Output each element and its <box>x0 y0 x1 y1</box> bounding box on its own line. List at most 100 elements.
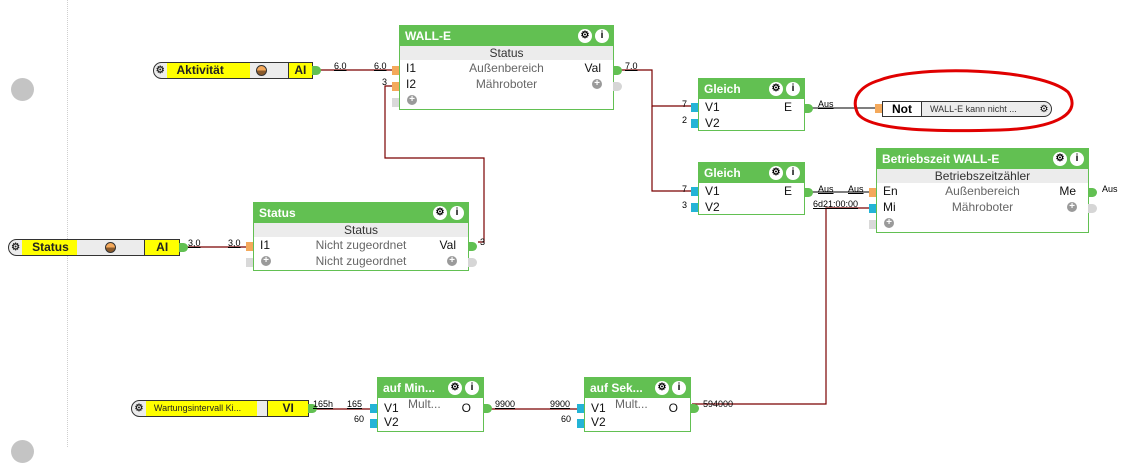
wire-value: 2 <box>682 115 688 125</box>
input-name: Status <box>22 240 77 255</box>
wire-value: 3 <box>682 200 688 210</box>
gear-icon[interactable]: ⚙ <box>578 29 592 43</box>
output-name: O <box>668 401 678 415</box>
info-icon[interactable]: i <box>450 206 464 220</box>
wire-value: 3,0 <box>228 238 241 248</box>
external-input-status[interactable]: ⚙ Status AI <box>8 239 180 256</box>
gear-icon[interactable]: ⚙ <box>433 206 447 220</box>
external-input-wartungsintervall[interactable]: ⚙ Wartungsintervall Ki... VI <box>131 400 309 417</box>
input-pin[interactable] <box>392 98 399 107</box>
output-pin[interactable] <box>179 243 188 252</box>
wire-value: 9900 <box>495 399 516 409</box>
block-title: auf Min... <box>383 381 435 395</box>
input-pin[interactable] <box>691 119 698 128</box>
output-pin[interactable] <box>613 66 622 75</box>
wires-layer <box>180 69 1074 410</box>
info-icon[interactable]: i <box>672 381 686 395</box>
info-icon[interactable]: i <box>1070 152 1084 166</box>
output-pin[interactable] <box>804 104 813 113</box>
wire-walle-gleich2 <box>651 106 697 192</box>
input-name: I1 <box>260 238 271 252</box>
status-ball-icon <box>255 65 267 76</box>
wire-value: 165 <box>347 399 363 409</box>
input-pin[interactable] <box>691 103 698 112</box>
row-label: Mähroboter <box>951 200 1014 214</box>
add-output-icon[interactable]: + <box>447 256 457 266</box>
row-label: Außenbereich <box>469 61 544 75</box>
input-name: Aktivität <box>166 63 250 78</box>
wire-walle-out <box>620 69 697 107</box>
gear-icon[interactable]: ⚙ <box>11 242 21 253</box>
row-label: Außenbereich <box>945 184 1020 198</box>
output-pin[interactable] <box>308 404 317 413</box>
input-pin[interactable] <box>392 82 399 91</box>
input-pin[interactable] <box>246 258 253 267</box>
output-pin[interactable] <box>1088 204 1097 213</box>
gear-icon[interactable]: ⚙ <box>155 65 165 76</box>
input-name: V1 <box>705 100 720 114</box>
output-not-element[interactable]: Not WALL-E kann nicht ... ⚙ <box>882 101 1052 117</box>
input-pin[interactable] <box>246 242 253 251</box>
output-pin[interactable] <box>483 404 492 413</box>
input-pin[interactable] <box>392 66 399 75</box>
output-pin[interactable] <box>804 188 813 197</box>
input-name: V1 <box>705 184 720 198</box>
gear-icon[interactable]: ⚙ <box>134 403 144 414</box>
add-input-icon[interactable]: + <box>407 95 417 105</box>
output-pin[interactable] <box>1088 188 1097 197</box>
block-title: Gleich <box>704 82 741 96</box>
gear-icon[interactable]: ⚙ <box>655 381 669 395</box>
wire-value: 6.0 <box>374 61 387 71</box>
input-name: Mi <box>883 200 896 214</box>
info-icon[interactable]: i <box>786 82 800 96</box>
input-pin[interactable] <box>577 419 584 428</box>
add-output-icon[interactable]: + <box>592 79 602 89</box>
info-icon[interactable]: i <box>465 381 479 395</box>
input-pin[interactable] <box>869 204 876 213</box>
input-name: V1 <box>591 401 606 415</box>
output-name: Val <box>584 61 601 75</box>
input-pin[interactable] <box>875 104 882 113</box>
input-name: V2 <box>591 415 606 429</box>
input-pin[interactable] <box>370 404 377 413</box>
wire-value: 7 <box>682 99 688 109</box>
output-pin[interactable] <box>613 82 622 91</box>
row-label: Mähroboter <box>475 77 538 91</box>
gear-icon[interactable]: ⚙ <box>769 166 783 180</box>
gear-icon[interactable]: ⚙ <box>448 381 462 395</box>
input-name: I2 <box>406 77 417 91</box>
input-pin[interactable] <box>869 220 876 229</box>
add-input-icon[interactable]: + <box>261 256 271 266</box>
gear-icon[interactable]: ⚙ <box>769 82 783 96</box>
block-subtitle: Status <box>400 46 613 60</box>
input-pin[interactable] <box>869 188 876 197</box>
block-betriebszeit[interactable]: Betriebszeit WALL-E ⚙i Betriebszeitzähle… <box>876 148 1089 233</box>
input-pin[interactable] <box>370 419 377 428</box>
output-pin[interactable] <box>690 404 699 413</box>
input-pin[interactable] <box>691 203 698 212</box>
wire-value: Aus <box>818 184 834 194</box>
gear-icon[interactable]: ⚙ <box>1039 103 1049 115</box>
input-name: V2 <box>705 116 720 130</box>
input-name: V2 <box>384 415 399 429</box>
input-pin[interactable] <box>577 404 584 413</box>
add-output-icon[interactable]: + <box>1067 202 1077 212</box>
input-pin[interactable] <box>691 187 698 196</box>
output-pin[interactable] <box>468 258 477 267</box>
gear-icon[interactable]: ⚙ <box>1053 152 1067 166</box>
output-pin[interactable] <box>312 66 321 75</box>
output-pin[interactable] <box>468 242 477 251</box>
add-input-icon[interactable]: + <box>884 218 894 228</box>
info-icon[interactable]: i <box>786 166 800 180</box>
sidebar-handle-dot[interactable] <box>11 78 34 101</box>
output-name: Val <box>439 238 456 252</box>
external-input-aktivitaet[interactable]: ⚙ Aktivität AI <box>153 62 313 79</box>
wire-value: 60 <box>561 414 572 424</box>
info-icon[interactable]: i <box>595 29 609 43</box>
